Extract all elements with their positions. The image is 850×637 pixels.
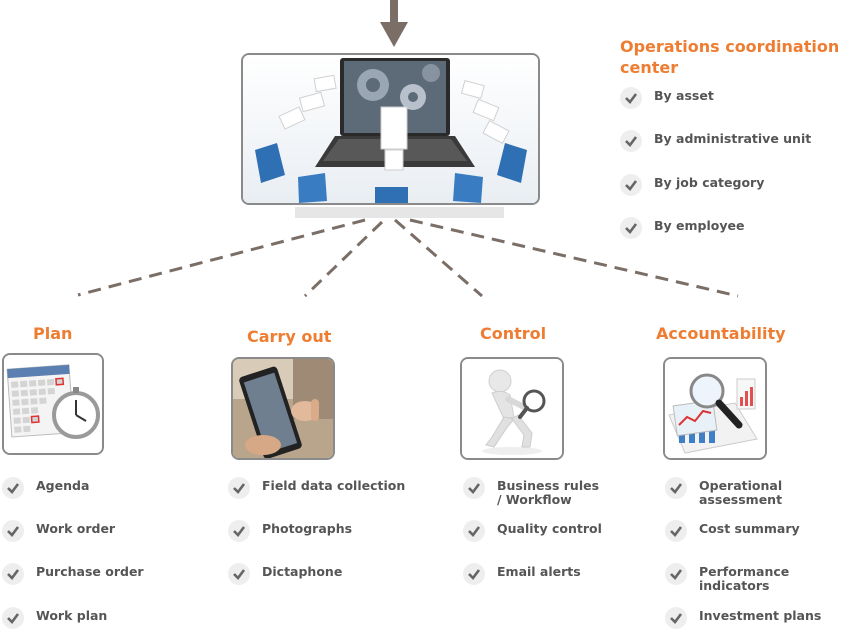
plan-item: Purchase order [2, 563, 144, 585]
coordination-title-line1: Operations coordination [620, 37, 840, 56]
magnifier-figure-image [462, 359, 562, 458]
dashed-connectors [77, 218, 739, 298]
checkmark-icon [463, 477, 485, 499]
incoming-arrow [380, 0, 408, 47]
control-item-label: Business rules / Workflow [497, 478, 600, 507]
accountability-item-label: Operational assessment [699, 478, 783, 507]
accountability-item-label: Cost summary [699, 521, 800, 536]
coordination-title: Operations coordination center [620, 36, 839, 78]
coordination-item: By job category [620, 174, 764, 196]
checkmark-icon [2, 607, 24, 629]
checkmark-icon [620, 87, 642, 109]
plan-item: Work plan [2, 607, 107, 629]
carry-out-item-label: Photographs [262, 521, 353, 536]
carry-out-item: Dictaphone [228, 563, 342, 585]
checkmark-icon [620, 174, 642, 196]
carry-out-item: Field data collection [228, 477, 405, 499]
coordination-title-line2: center [620, 58, 679, 77]
section-title-control: Control [480, 324, 547, 343]
checkmark-icon [463, 563, 485, 585]
checkmark-icon [620, 217, 642, 239]
tablet-hands-image [233, 359, 333, 458]
accountability-item: Cost summary [665, 520, 800, 542]
connector-accountability [409, 218, 739, 298]
plan-item: Agenda [2, 477, 89, 499]
coordination-item-label: By employee [654, 218, 745, 233]
coordination-item: By administrative unit [620, 130, 811, 152]
accountability-item-label: Investment plans [699, 608, 822, 623]
accountability-item: Performance indicators [665, 563, 850, 593]
checkmark-icon [665, 607, 687, 629]
calendar-stopwatch-image [4, 355, 102, 453]
plan-item: Work order [2, 520, 115, 542]
control-item: Quality control [463, 520, 602, 542]
checkmark-icon [665, 563, 687, 585]
coordination-item: By employee [620, 217, 744, 239]
central-image-frame [241, 53, 540, 205]
checkmark-icon [620, 130, 642, 152]
plan-item-label: Agenda [36, 478, 90, 493]
plan-item-label: Purchase order [36, 564, 144, 579]
coordination-item: By asset [620, 87, 714, 109]
checkmark-icon [665, 477, 687, 499]
coordination-item-label: By job category [654, 175, 765, 190]
control-item: Email alerts [463, 563, 581, 585]
accountability-item-label: Performance indicators [699, 564, 790, 593]
carry-out-item-label: Field data collection [262, 478, 406, 493]
checkmark-icon [2, 563, 24, 585]
section-title-carry-out: Carry out [247, 327, 332, 346]
carry-out-item: Photographs [228, 520, 352, 542]
carry-out-image-frame [231, 357, 335, 460]
section-title-plan: Plan [33, 324, 73, 343]
plan-image-frame [2, 353, 104, 455]
laptop-with-folders-image [243, 55, 538, 203]
connector-carry-out [303, 220, 384, 298]
control-item: Business rules / Workflow [463, 477, 599, 507]
connector-control [394, 218, 483, 298]
plan-item-label: Work order [36, 521, 116, 536]
checkmark-icon [463, 520, 485, 542]
section-title-accountability: Accountability [656, 324, 786, 343]
coordination-item-label: By asset [654, 88, 714, 103]
checkmark-icon [2, 477, 24, 499]
checkmark-icon [2, 520, 24, 542]
control-item-label: Quality control [497, 521, 602, 536]
checkmark-icon [665, 520, 687, 542]
coordination-item-label: By administrative unit [654, 131, 812, 146]
charts-report-image [665, 359, 765, 458]
central-image-shadow [295, 207, 504, 218]
accountability-item: Operational assessment [665, 477, 850, 507]
checkmark-icon [228, 477, 250, 499]
control-image-frame [460, 357, 564, 460]
control-item-label: Email alerts [497, 564, 581, 579]
checkmark-icon [228, 520, 250, 542]
accountability-item: Investment plans [665, 607, 821, 629]
checkmark-icon [228, 563, 250, 585]
connector-plan [77, 218, 366, 297]
plan-item-label: Work plan [36, 608, 108, 623]
carry-out-item-label: Dictaphone [262, 564, 343, 579]
accountability-image-frame [663, 357, 767, 460]
